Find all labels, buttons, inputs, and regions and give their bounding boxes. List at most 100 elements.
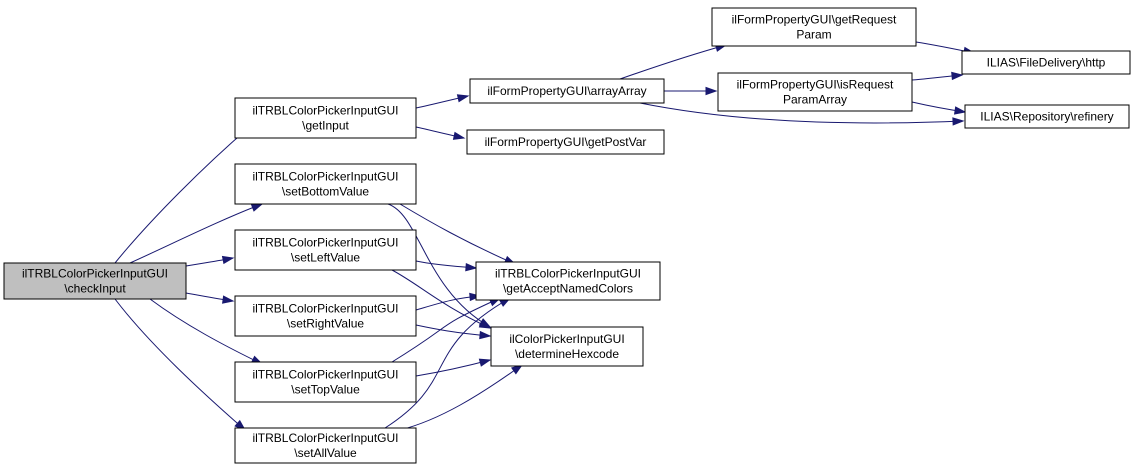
graph-node[interactable]: ilTRBLColorPickerInputGUI\setBottomValue — [234, 163, 417, 205]
graph-node[interactable]: ilTRBLColorPickerInputGUI\setLeftValue — [234, 229, 417, 271]
node-label-line: ILIAS\FileDelivery\http — [987, 56, 1106, 70]
arrowhead — [465, 262, 478, 272]
node-box — [469, 78, 665, 104]
node-label-line: \setLeftValue — [291, 251, 360, 265]
edge-line — [129, 203, 263, 264]
edges-layer — [114, 41, 976, 431]
edge-line — [415, 324, 491, 337]
edge-n7-n14 — [639, 102, 965, 126]
node-box — [234, 427, 417, 464]
edge-n4-n10 — [415, 324, 492, 340]
arrowhead — [456, 94, 470, 103]
node-box — [475, 261, 661, 301]
root-node: ilTRBLColorPickerInputGUI\checkInput — [3, 262, 187, 300]
edge-n0-n1 — [114, 123, 255, 264]
node-box — [234, 295, 417, 337]
node-label-line: ilFormPropertyGUI\getPostVar — [485, 135, 647, 149]
edge-line — [639, 102, 964, 124]
edge-n5-n10 — [415, 358, 492, 377]
node-label-line: ilColorPickerInputGUI — [509, 332, 624, 346]
edge-line — [114, 298, 246, 431]
edge-line — [399, 203, 516, 265]
edge-n12-n13 — [911, 71, 964, 81]
edge-n0-n4 — [185, 292, 235, 304]
graph-node[interactable]: ilTRBLColorPickerInputGUI\getInput — [234, 97, 417, 139]
edge-n1-n8 — [415, 126, 466, 140]
edge-line — [415, 359, 491, 377]
edge-line — [149, 298, 263, 365]
node-box — [234, 97, 417, 139]
node-box — [711, 7, 917, 47]
node-label-line: ilTRBLColorPickerInputGUI — [495, 267, 641, 281]
node-label-line: \checkInput — [64, 282, 126, 296]
node-label-line: ParamArray — [783, 93, 847, 107]
arrowhead — [705, 86, 718, 96]
node-label-line: ilFormPropertyGUI\isRequest — [737, 78, 894, 92]
edge-n0-n3 — [185, 255, 235, 267]
arrowhead — [469, 292, 482, 302]
graph-node[interactable]: ILIAS\Repository\refinery — [964, 104, 1130, 129]
edge-line — [391, 297, 501, 363]
node-label-line: ilTRBLColorPickerInputGUI — [22, 267, 168, 281]
graph-node[interactable]: ilTRBLColorPickerInputGUI\setTopValue — [234, 361, 417, 403]
arrowhead — [479, 330, 492, 340]
node-box — [717, 72, 913, 112]
graph-node[interactable]: ILIAS\FileDelivery\http — [961, 50, 1131, 75]
node-box — [490, 326, 644, 367]
arrowhead — [953, 106, 967, 115]
graph-node[interactable]: ilFormPropertyGUI\arrayArray — [469, 78, 665, 104]
node-label-line: ilFormPropertyGUI\arrayArray — [487, 84, 646, 98]
node-label-line: \getAcceptNamedColors — [503, 282, 633, 296]
node-box — [234, 229, 417, 271]
node-label-line: ilTRBLColorPickerInputGUI — [252, 236, 398, 250]
edge-line — [384, 297, 511, 429]
node-label-line: Param — [796, 28, 831, 42]
node-box — [234, 361, 417, 403]
node-label-line: \setBottomValue — [282, 185, 369, 199]
edge-n4-n9 — [415, 292, 482, 311]
node-box — [961, 50, 1131, 75]
graph-node[interactable]: ilTRBLColorPickerInputGUI\getAcceptNamed… — [475, 261, 661, 301]
arrowhead — [478, 319, 492, 329]
node-label-line: ILIAS\Repository\refinery — [980, 110, 1113, 124]
node-label-line: ilFormPropertyGUI\getRequest — [732, 13, 897, 27]
arrowhead — [452, 131, 466, 140]
node-label-line: ilTRBLColorPickerInputGUI — [252, 431, 398, 445]
edge-line — [114, 123, 254, 264]
graph-node[interactable]: ilFormPropertyGUI\getPostVar — [466, 129, 665, 155]
edge-n0-n2 — [129, 203, 264, 264]
edge-n7-n11 — [619, 43, 728, 80]
node-box — [3, 262, 187, 300]
nodes-layer: ilTRBLColorPickerInputGUI\checkInputilTR… — [3, 7, 1131, 464]
arrowhead — [250, 203, 264, 212]
arrowhead — [952, 117, 965, 126]
node-label-line: \setRightValue — [287, 317, 364, 331]
node-label-line: ilTRBLColorPickerInputGUI — [252, 104, 398, 118]
edge-n1-n7 — [415, 94, 470, 109]
node-label-line: \setTopValue — [291, 383, 360, 397]
edge-line — [391, 269, 491, 329]
edge-n12-n14 — [911, 101, 967, 115]
edge-n6-n10 — [399, 364, 524, 431]
graph-node[interactable]: ilTRBLColorPickerInputGUI\setRightValue — [234, 295, 417, 337]
node-box — [466, 129, 665, 155]
node-label-line: \setAllValue — [294, 446, 357, 460]
edge-n3-n9 — [415, 260, 478, 272]
graph-node[interactable]: ilTRBLColorPickerInputGUI\setAllValue — [234, 427, 417, 464]
arrowhead — [951, 71, 964, 81]
arrowhead — [222, 295, 235, 304]
edge-n2-n9 — [399, 203, 517, 265]
edge-n3-n10 — [391, 269, 492, 329]
arrowhead — [478, 358, 492, 367]
node-label-line: \getInput — [302, 119, 349, 133]
node-label-line: ilTRBLColorPickerInputGUI — [252, 368, 398, 382]
node-label-line: ilTRBLColorPickerInputGUI — [252, 170, 398, 184]
graph-node[interactable]: ilColorPickerInputGUI\determineHexcode — [490, 326, 644, 367]
edge-line — [399, 364, 523, 431]
node-label-line: \determineHexcode — [515, 347, 619, 361]
node-box — [234, 163, 417, 205]
edge-n0-n6 — [114, 298, 247, 431]
